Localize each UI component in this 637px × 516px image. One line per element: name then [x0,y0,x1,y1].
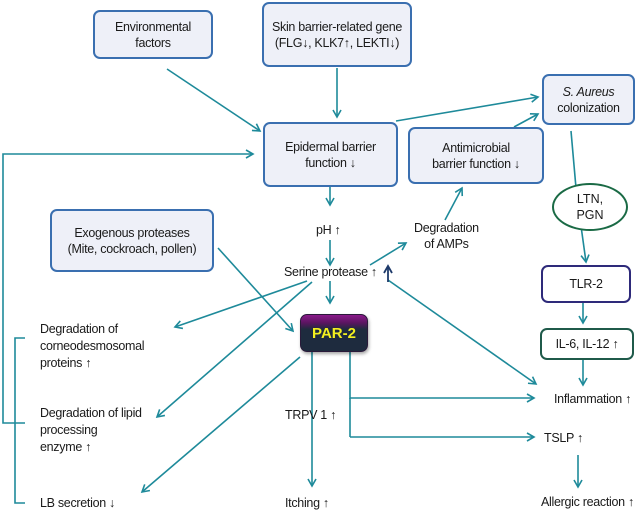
node-text: corneodesmosomal [40,339,145,353]
edge-antimicrobial-saureus [513,113,540,128]
node-text: factors [135,35,171,50]
node-par2: PAR-2 [300,314,368,352]
node-text: Degradation of [40,322,118,336]
node-skin-barrier-gene: Skin barrier-related gene (FLG↓, KLK7↑, … [262,2,412,67]
node-text: S. Aureus [562,84,615,99]
node-text: IL-6, IL-12 ↑ [555,337,619,351]
node-degradation-amps: Degradation of AMPs [414,220,479,252]
edge-serine-lipid [155,281,313,419]
node-text: barrier function ↓ [432,156,520,171]
node-lipid-enzyme: Degradation of lipid processing enzyme ↑ [40,405,142,456]
node-ltn-pgn: LTN, PGN [552,183,628,231]
node-text: PAR-2 [312,324,356,342]
node-corneodesmosomal: Degradation of corneodesmosomal proteins… [40,321,145,372]
node-text: Skin barrier-related gene [271,19,403,34]
node-text: colonization [557,100,620,115]
node-antimicrobial-barrier: Antimicrobial barrier function ↓ [408,127,544,184]
node-lb-secretion: LB secretion ↓ [40,496,116,510]
node-exogenous-proteases: Exogenous proteases (Mite, cockroach, po… [50,209,214,272]
edge-inflammation-serine [387,279,538,385]
edge-exogenous-par2 [217,247,295,333]
node-itching: Itching ↑ [285,496,329,510]
node-inflammation: Inflammation ↑ [554,392,632,406]
node-text: (FLG↓, KLK7↑, LEKTI↓) [274,35,400,50]
edge-amps-antimicrobial [444,186,464,221]
node-text: TLR-2 [569,277,603,291]
node-text: (Mite, cockroach, pollen) [67,241,197,256]
node-text: Exogenous proteases [74,225,190,240]
edge-ltn-tlr2 [580,225,590,264]
node-tslp: TSLP ↑ [544,431,583,445]
edge-par2-lb [140,356,301,494]
node-text: of AMPs [424,237,469,251]
node-text: enzyme ↑ [40,440,92,454]
node-text: Epidermal barrier [285,139,376,154]
node-tlr2: TLR-2 [541,265,631,303]
node-serine-protease: Serine protease ↑ [284,265,377,279]
edge-par2-inflammation [349,351,536,403]
node-s-aureus: S. Aureus colonization [542,74,635,125]
node-allergic-reaction: Allergic reaction ↑ [541,495,634,509]
node-text: LTN, [576,192,604,206]
edge-saureus-ltn [570,130,577,189]
node-text: proteins ↑ [40,356,92,370]
edge-serine-amps [369,242,408,266]
node-text: PGN [576,208,604,222]
left-bracket [14,337,25,504]
node-text: Environmental [114,19,191,34]
edge-serine-corneo [173,280,308,330]
left-feedback-loop [2,149,255,424]
node-environmental-factors: Environmental factors [93,10,213,59]
node-text: Antimicrobial [442,140,510,155]
node-trpv1: TRPV 1 ↑ [285,408,337,422]
node-ph: pH ↑ [316,223,341,237]
node-epidermal-barrier: Epidermal barrier function ↓ [263,122,398,187]
edge-environmental-epidermal [166,68,262,132]
node-text: processing [40,423,98,437]
node-il6-il12: IL-6, IL-12 ↑ [540,328,634,360]
node-text: Degradation [414,221,479,235]
node-text: function ↓ [305,155,356,170]
node-text: Degradation of lipid [40,406,142,420]
edge-epidermal-saureus [395,93,540,122]
